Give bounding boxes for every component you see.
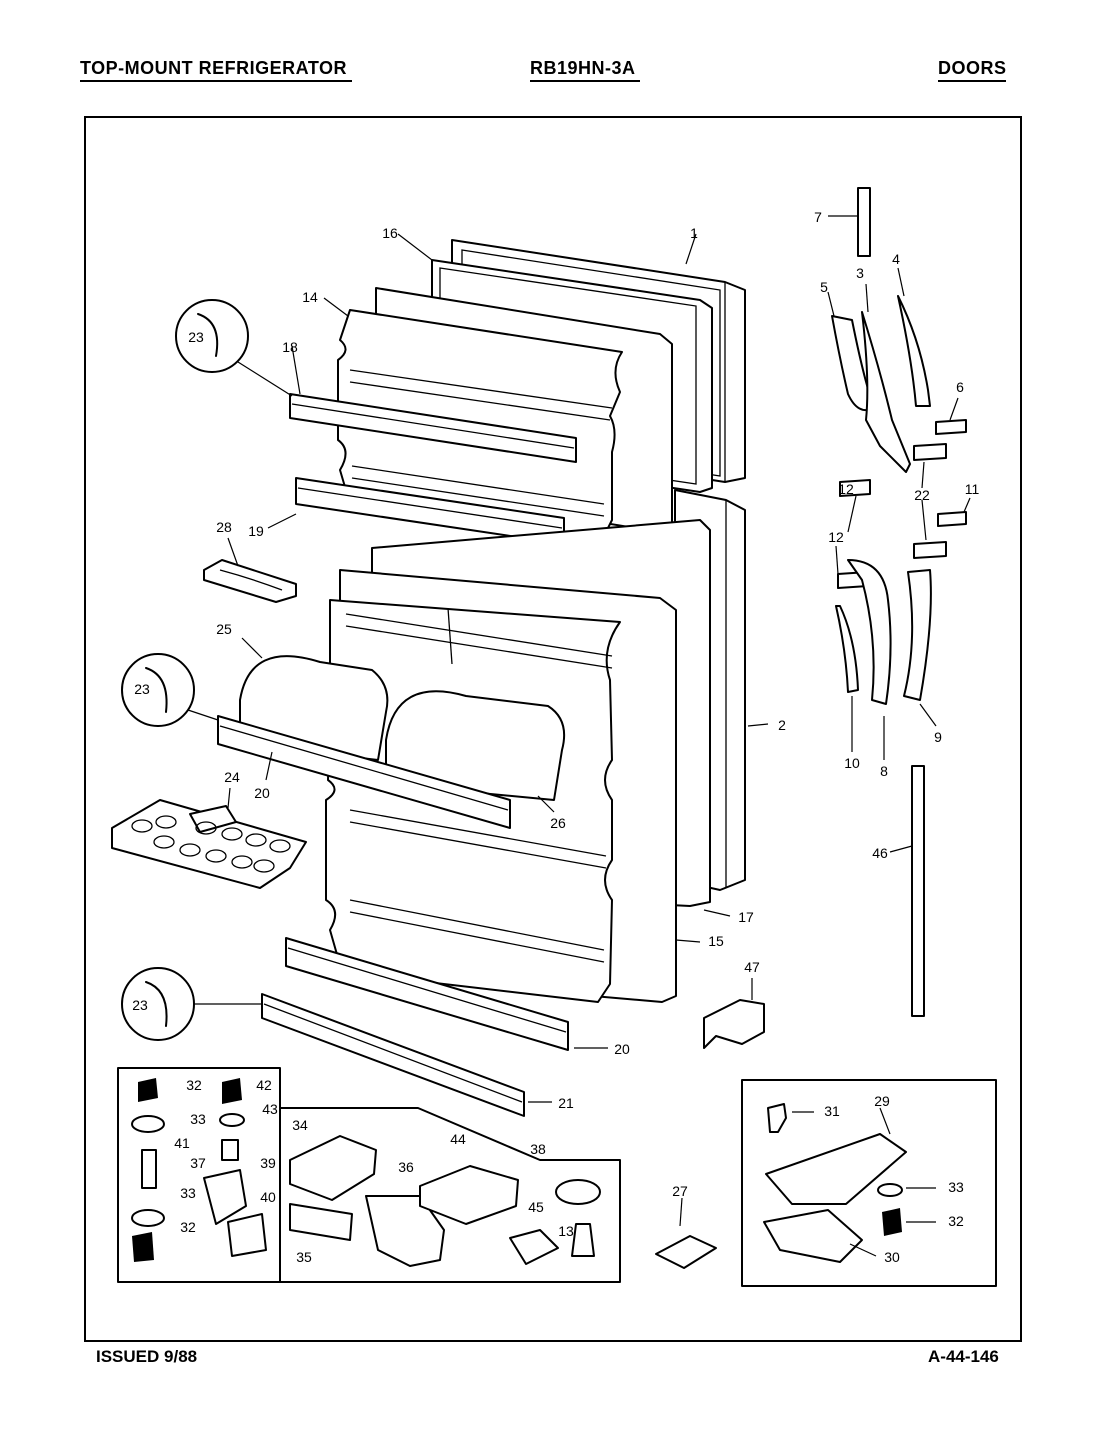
callout-label: 8 (880, 763, 888, 779)
dairy-bin-cover-26 (385, 690, 566, 801)
callout-label: 34 (292, 1117, 308, 1133)
hinge-kit-box (741, 1079, 997, 1287)
header-underline-left (80, 80, 352, 82)
callout-label: 36 (398, 1159, 414, 1175)
callout-label: 11 (965, 481, 980, 497)
callout-label: 17 (738, 909, 754, 925)
freezer-shelf-bar (289, 393, 577, 463)
callout-label: 12 (838, 481, 854, 497)
callout-label: 7 (814, 209, 822, 225)
callout-label: 33 (948, 1179, 964, 1195)
callout-label: 2 (778, 717, 786, 733)
callout-label: 10 (844, 755, 860, 771)
callout-labels: 1 2 3 4 5 6 7 8 9 10 11 12 12 13 14 15 1… (132, 209, 979, 1265)
callout-label: 5 (820, 279, 828, 295)
callout-label: 1 (690, 225, 698, 241)
callout-label: 44 (450, 1131, 466, 1147)
callout-label: 32 (948, 1213, 964, 1229)
handle-assemblies (831, 187, 967, 1017)
callout-label: 9 (934, 729, 942, 745)
callout-label: 35 (296, 1249, 312, 1265)
callout-label: 31 (824, 1103, 840, 1119)
end-cap-inset-bottom (121, 967, 262, 1041)
callout-label: 20 (254, 785, 270, 801)
end-cap-inset-middle (121, 653, 219, 727)
callout-label: 25 (216, 621, 232, 637)
callout-label: 19 (248, 523, 264, 539)
callout-label: 16 (382, 225, 398, 241)
callout-label: 33 (180, 1185, 196, 1201)
drawing-code: A-44-146 (928, 1347, 999, 1366)
callout-label: 29 (874, 1093, 890, 1109)
header-title: TOP-MOUNT REFRIGERATOR (80, 58, 347, 78)
callout-label: 47 (744, 959, 760, 975)
callout-label: 38 (530, 1141, 546, 1157)
callout-label: 20 (614, 1041, 630, 1057)
callout-label: 33 (190, 1111, 206, 1127)
end-cap-inset-top (175, 299, 293, 397)
callout-label: 6 (956, 379, 964, 395)
callout-label: 37 (190, 1155, 206, 1171)
callout-label: 18 (282, 339, 298, 355)
issued-date: ISSUED 9/88 (96, 1347, 198, 1366)
callout-label: 15 (708, 933, 724, 949)
callout-label: 22 (914, 487, 930, 503)
door-shelf-bar-upper (217, 715, 511, 829)
callout-label: 23 (188, 329, 204, 345)
callout-label: 39 (260, 1155, 276, 1171)
header-underline-right (938, 80, 1006, 82)
callout-label: 12 (828, 529, 844, 545)
callout-label: 13 (558, 1223, 574, 1239)
callout-label: 32 (186, 1077, 202, 1093)
callout-label: 3 (856, 265, 864, 281)
header-section: DOORS (938, 58, 1007, 78)
callout-label: 45 (528, 1199, 544, 1215)
callout-label: 14 (302, 289, 318, 305)
hardware-kit-box (117, 1067, 621, 1283)
callout-label: 26 (550, 815, 566, 831)
callout-label: 42 (256, 1077, 272, 1093)
header-model-number: RB19HN-3A (530, 58, 636, 78)
callout-label: 23 (134, 681, 150, 697)
callout-label: 32 (180, 1219, 196, 1235)
callout-label: 30 (884, 1249, 900, 1265)
egg-tray (111, 799, 307, 889)
diagram-frame (84, 116, 1022, 1342)
callout-leaders (227, 215, 971, 1257)
door-stop-bracket (703, 999, 765, 1049)
callout-label: 4 (892, 251, 900, 267)
door-shelf-bar-lower (285, 937, 569, 1051)
callout-label: 41 (174, 1135, 190, 1151)
callout-label: 40 (260, 1189, 276, 1205)
callout-label: 28 (216, 519, 232, 535)
lower-bracket (655, 1235, 717, 1269)
callout-label: 46 (872, 845, 888, 861)
callout-label: 43 (262, 1101, 278, 1117)
callout-label: 21 (558, 1095, 574, 1111)
callout-label: 23 (132, 997, 148, 1013)
callout-label: 27 (672, 1183, 688, 1199)
butter-tray (203, 559, 297, 603)
callout-label: 24 (224, 769, 240, 785)
door-shelf-bar-bottom (261, 993, 525, 1117)
header-underline-mid (530, 80, 640, 82)
